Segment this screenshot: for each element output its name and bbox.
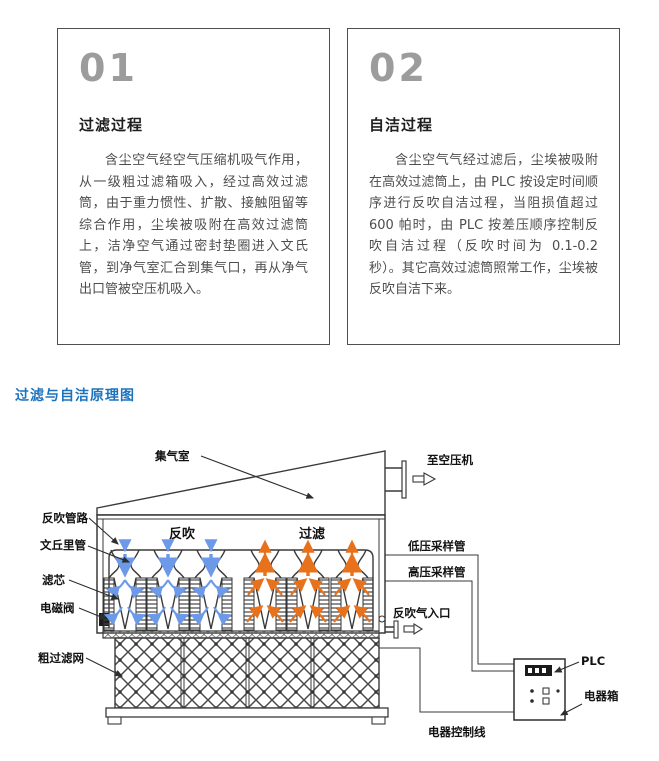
card-number: 01 xyxy=(79,46,138,90)
control-line-label: 电器控制线 xyxy=(428,725,486,739)
plc-label: PLC xyxy=(581,654,605,668)
backblow-inlet-label: 反吹气入口 xyxy=(393,606,451,620)
process-card-selfclean: 02 自洁过程 含尘空气气经过滤后，尘埃被吸附在高效过滤筒上，由 PLC 按设定… xyxy=(347,28,620,345)
backblow-inlet-flange xyxy=(378,615,424,639)
low-pressure-sampling-label: 低压采样管 xyxy=(407,539,466,553)
card-title: 过滤过程 xyxy=(79,116,144,134)
collection-chamber-label: 集气室 xyxy=(154,449,190,463)
card-body-text: 含尘空气经空气压缩机吸气作用，从一级粗过滤箱吸入，经过高效过滤筒，由于重力惯性、… xyxy=(79,153,308,297)
control-line xyxy=(379,647,514,713)
high-pressure-sampling-line xyxy=(385,580,514,672)
filter-zone-label: 过滤 xyxy=(299,526,325,542)
card-body-text: 含尘空气气经过滤后，尘埃被吸附在高效过滤筒上，由 PLC 按设定时间顺序进行反吹… xyxy=(369,153,598,297)
card-title: 自洁过程 xyxy=(369,116,434,134)
electrical-box-label: 电器箱 xyxy=(584,689,619,703)
section-title: 过滤与自洁原理图 xyxy=(15,388,135,404)
low-pressure-sampling-line xyxy=(385,554,514,665)
outlet-pipe-flange xyxy=(385,460,437,499)
filter-element-label: 滤芯 xyxy=(42,573,65,587)
principle-diagram: 至空压机 集气室 反吹 过滤 反吹管路 文丘里管 滤芯 电磁阀 粗过滤 xyxy=(38,449,619,739)
solenoid-valve-label: 电磁阀 xyxy=(40,601,75,615)
backblow-zone-label: 反吹 xyxy=(169,526,195,542)
coarse-mesh xyxy=(105,637,389,725)
backblow-pipeline-label: 反吹管路 xyxy=(42,511,88,525)
process-card-filtration: 01 过滤过程 含尘空气经空气压缩机吸气作用，从一级粗过滤箱吸入，经过高效过滤筒… xyxy=(57,28,330,345)
venturi-tube-label: 文丘里管 xyxy=(40,538,86,552)
high-pressure-sampling-label: 高压采样管 xyxy=(408,565,466,579)
card-number: 02 xyxy=(369,46,428,90)
tube-sheet xyxy=(102,630,380,639)
to-compressor-label: 至空压机 xyxy=(427,453,473,467)
electrical-box xyxy=(513,658,566,721)
coarse-filter-mesh-label: 粗过滤网 xyxy=(38,651,84,665)
collection-chamber-wedge xyxy=(96,450,386,516)
